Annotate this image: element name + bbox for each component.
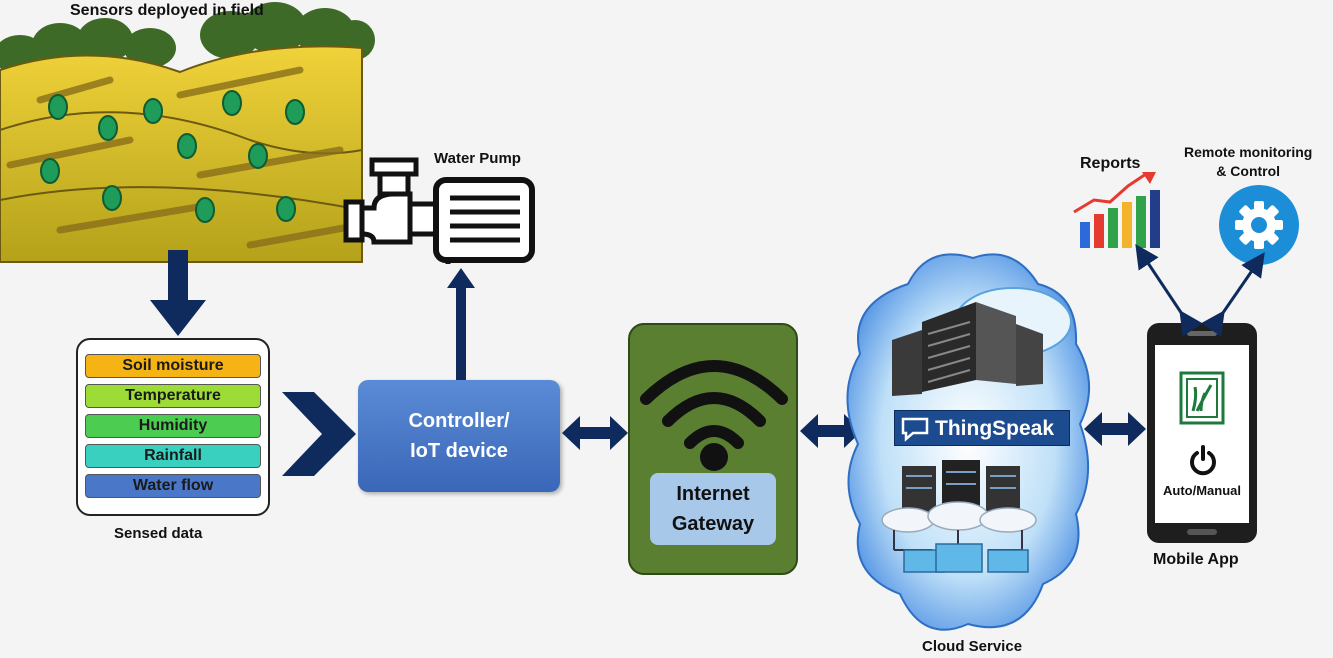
gateway-label: Internet Gateway <box>650 473 776 545</box>
auto-manual-label: Auto/Manual <box>1163 483 1241 498</box>
field-illustration <box>0 2 375 263</box>
arrows-phone-to-apps <box>1135 244 1265 337</box>
cloud-service-caption: Cloud Service <box>922 638 1023 655</box>
phone-screen: Auto/Manual <box>1155 345 1249 523</box>
field-title: Sensors deployed in field <box>70 2 264 19</box>
sensed-data-panel: Soil moisture Temperature Humidity Rainf… <box>76 338 270 516</box>
temperature-bar: Temperature <box>85 384 261 408</box>
app-logo-icon <box>1179 371 1225 425</box>
double-arrow-gateway-cloud <box>800 414 862 448</box>
mobile-app-caption: Mobile App <box>1153 551 1239 568</box>
mobile-phone: Auto/Manual <box>1147 323 1257 543</box>
chevron-arrow-icon <box>282 392 356 476</box>
thingspeak-label: ThingSpeak <box>935 417 1055 440</box>
water-pump-label: Water Pump <box>434 150 521 167</box>
controller-line2: IoT device <box>410 440 508 462</box>
gateway-line1: Internet <box>676 483 750 505</box>
double-arrow-controller-gateway <box>562 416 628 450</box>
arrow-field-to-data <box>150 250 206 336</box>
chat-bubble-icon <box>901 417 929 442</box>
controller-line1: Controller/ <box>408 410 510 432</box>
power-icon[interactable] <box>1189 445 1217 476</box>
humidity-bar: Humidity <box>85 414 261 438</box>
controller-iot-device: Controller/ IoT device <box>358 380 560 492</box>
internet-gateway: Internet Gateway <box>628 323 798 575</box>
soil-moisture-bar: Soil moisture <box>85 354 261 378</box>
thingspeak-badge: ThingSpeak <box>894 410 1070 446</box>
bar-chart-icon <box>1073 172 1160 248</box>
wifi-icon <box>640 360 788 471</box>
gateway-line2: Gateway <box>671 513 755 535</box>
water-flow-bar: Water flow <box>85 474 261 498</box>
remote-monitoring-label: Remote monitoring & Control <box>1184 143 1312 181</box>
phone-speaker <box>1187 331 1217 336</box>
phone-home-button <box>1187 529 1217 535</box>
sensed-data-caption: Sensed data <box>114 525 203 542</box>
rainfall-bar: Rainfall <box>85 444 261 468</box>
gear-icon[interactable] <box>1218 184 1300 266</box>
water-pump-icon <box>343 157 535 264</box>
remote-line1: Remote monitoring <box>1184 144 1313 160</box>
reports-label: Reports <box>1080 155 1141 172</box>
double-arrow-cloud-phone <box>1084 412 1146 446</box>
remote-line2: & Control <box>1216 163 1281 179</box>
arrow-controller-to-pump <box>447 268 475 380</box>
